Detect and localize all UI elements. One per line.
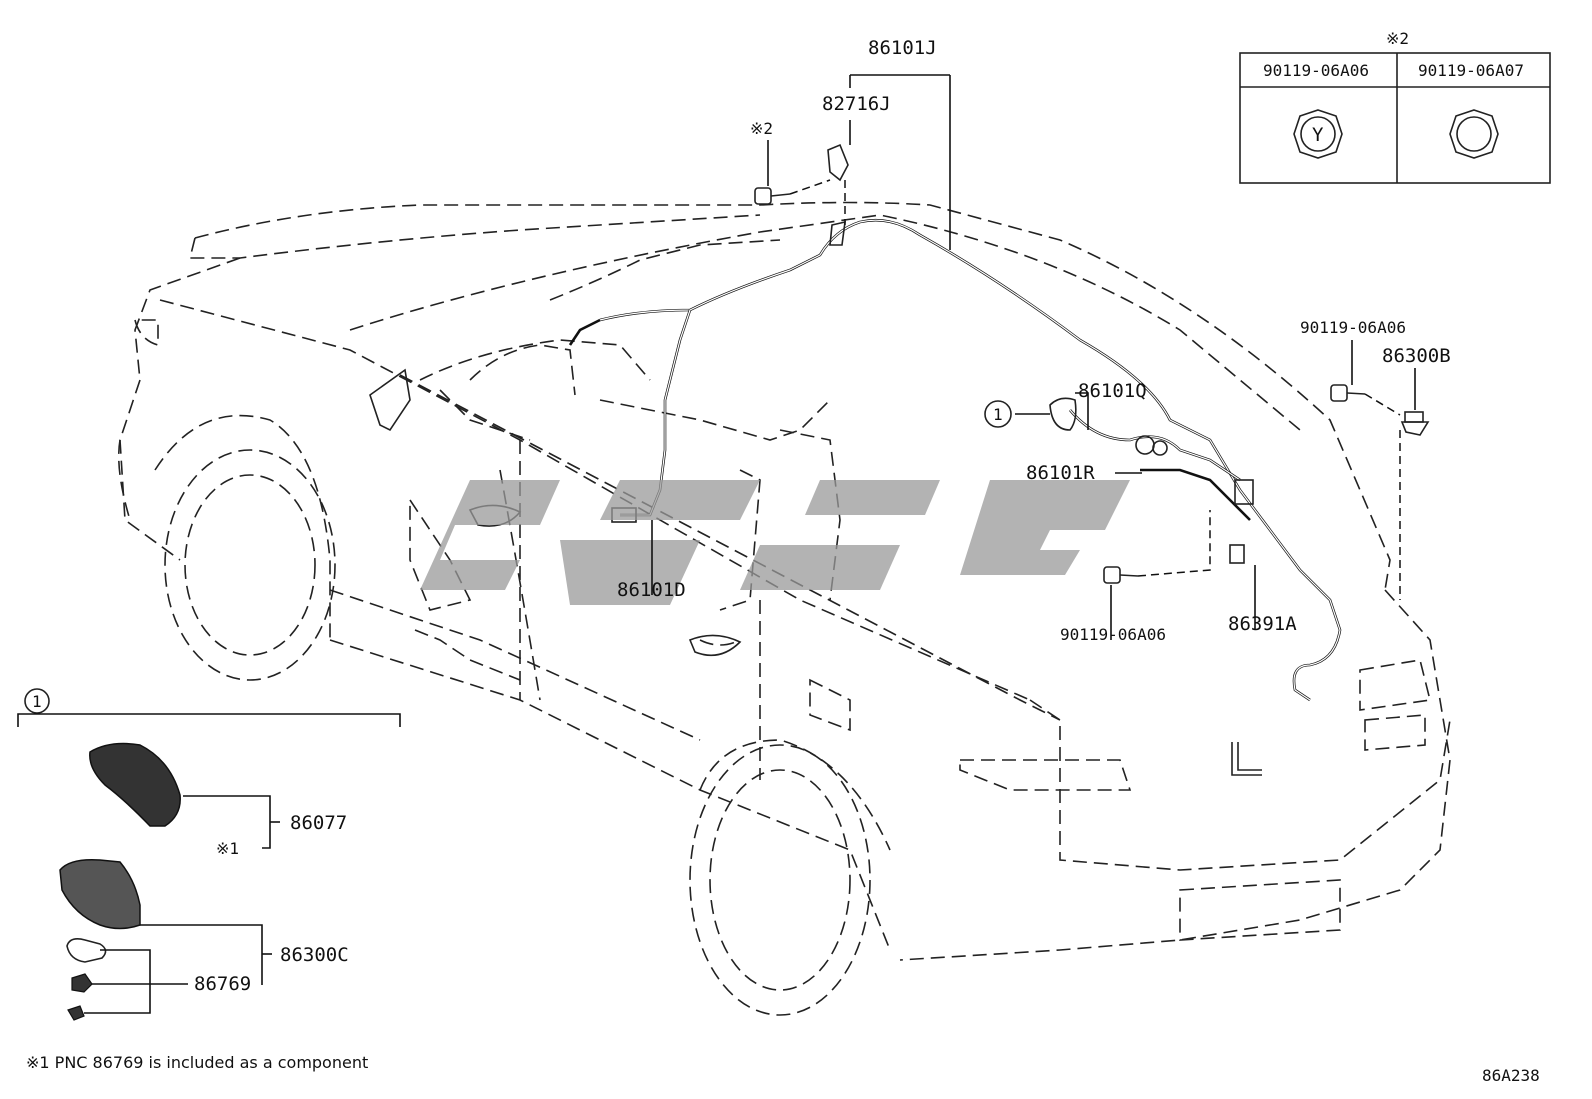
callout-86101q: 86101Q [1078,380,1147,402]
inset-86300c: 86300C [280,944,349,966]
antenna-base-shape [59,858,141,930]
callout-86391a: 86391A [1228,613,1297,635]
callout-bolt-marker: ※2 [750,119,773,138]
gasket-icon [66,938,107,963]
roof-wire-harness [568,143,1430,702]
inset-ref-circle [24,688,50,714]
inset-86769: 86769 [194,973,251,995]
diagram-code: 86A238 [1482,1066,1540,1085]
ref-circle-1-label: 1 [993,405,1003,424]
bolt-icon [1103,566,1139,584]
callout-86101r: 86101R [1026,462,1095,484]
table-header-90119-06a07: 90119-06A07 [1418,61,1524,80]
antenna-cover-shape [89,742,181,827]
bolt-head-y-icon: Y [1293,109,1343,159]
bolt-icon [754,187,791,205]
callout-86300b: 86300B [1382,345,1451,367]
footnote: ※1 PNC 86769 is included as a component [26,1053,368,1072]
inset-note-marker: ※1 [216,839,239,858]
antenna-inset: 1 86077 ※1 86300C 86769 [17,688,401,1021]
callout-86101j: 86101J [868,37,937,59]
nut-icon [71,973,93,993]
callout-90119-mid: 90119-06A06 [1060,625,1166,644]
watermark-logo [420,480,1130,605]
callout-90119-right: 90119-06A06 [1300,318,1406,337]
inset-86077: 86077 [290,812,347,834]
bolt-icon [1330,384,1366,402]
bolt-head-letter: Y [1312,124,1324,146]
ref-circle-1 [984,400,1012,428]
table-header-90119-06a06: 90119-06A06 [1263,61,1369,80]
inset-ref-circle-label: 1 [32,692,42,711]
table-marker: ※2 [1386,29,1409,48]
callout-82716j: 82716J [822,93,891,115]
vehicle-outline [117,201,1451,1016]
bolt-reference-table: ※2 90119-06A06 90119-06A07 Y [1239,29,1551,184]
callouts: 86101J 82716J ※2 90119-06A06 86300B 1 86… [617,37,1451,644]
screw-icon [67,1005,85,1021]
callout-86101d: 86101D [617,579,686,601]
leader-lines [651,74,1416,640]
bolt-head-plain-icon [1449,109,1499,159]
